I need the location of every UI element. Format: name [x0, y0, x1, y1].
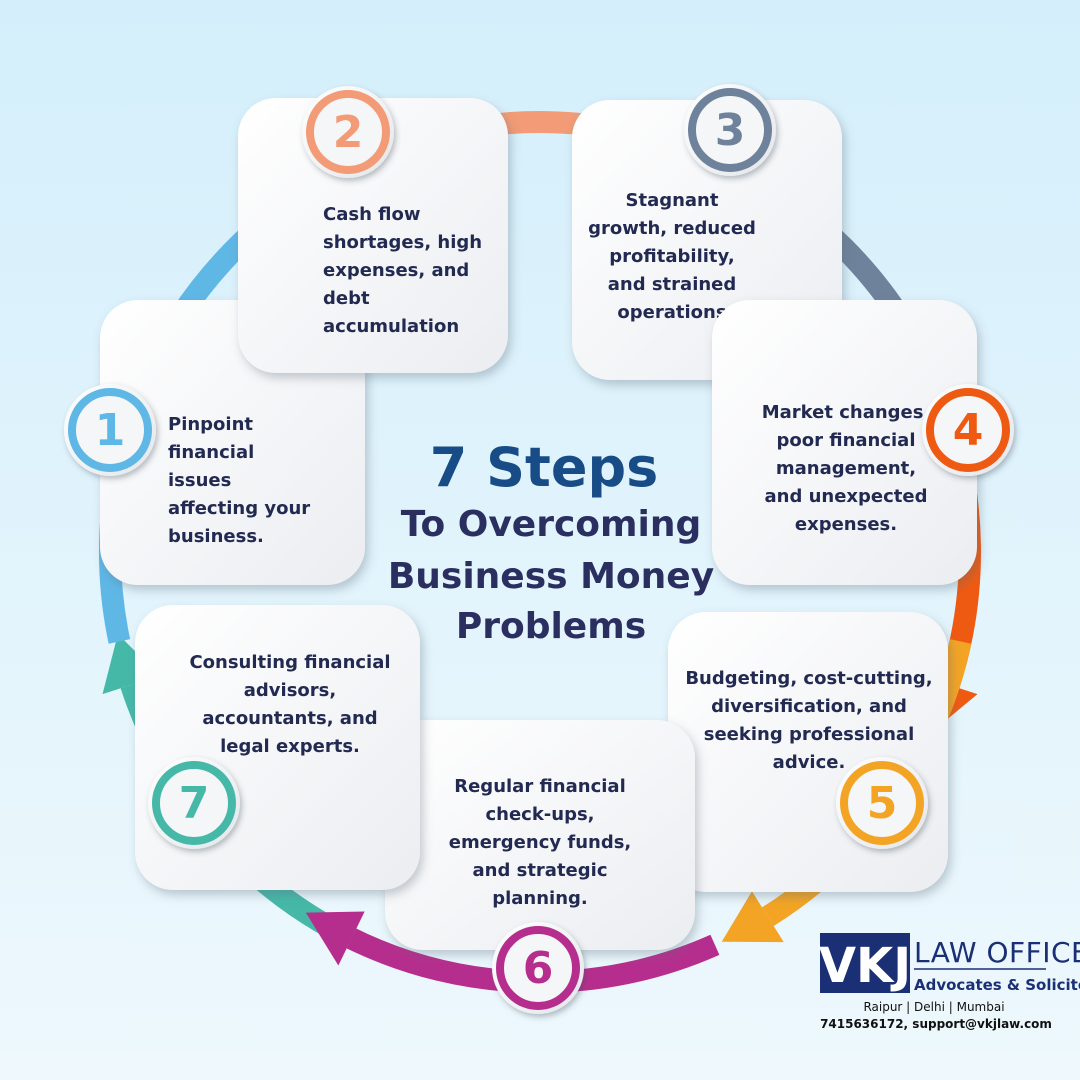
title-line-4: Problems: [456, 606, 646, 647]
step-1-text-line: affecting your: [168, 498, 310, 519]
step-2-number: 2: [333, 107, 364, 158]
step-6-text-line: and strategic: [473, 860, 608, 881]
step-3-text-line: and strained: [608, 274, 737, 295]
step-7-number: 7: [179, 778, 210, 829]
logo-contact: 7415636172, support@vkjlaw.com: [820, 1017, 1052, 1031]
ring-arrowhead-7: [305, 911, 365, 966]
step-1-text-line: Pinpoint: [168, 414, 253, 435]
step-4-text-line: and unexpected: [764, 486, 927, 507]
step-2-text-line: expenses, and: [323, 260, 469, 281]
step-2-text-line: accumulation: [323, 316, 459, 337]
step-2-text-line: Cash flow: [323, 204, 421, 225]
step-5-text-line: advice.: [773, 752, 846, 773]
step-1-text-line: business.: [168, 526, 264, 547]
step-3-text-line: growth, reduced: [588, 218, 756, 239]
step-3-number: 3: [715, 105, 746, 156]
step-6-text-line: planning.: [492, 888, 588, 909]
step-6: Regular financial check-ups, emergency fun…: [385, 720, 695, 1014]
step-1-disc-ring: [68, 388, 152, 472]
step-3-text-line: profitability,: [609, 246, 734, 267]
step-1-text-line: issues: [168, 470, 231, 491]
step-4: Market changes, poor financial management,…: [712, 300, 1014, 585]
step-2-disc-ring: [306, 90, 390, 174]
step-2: Cash flow shortages, high expenses, and deb…: [238, 86, 508, 373]
step-5-disc-ring: [840, 761, 924, 845]
step-6-disc-ring: [496, 926, 580, 1010]
ring-arrowhead-6: [721, 891, 784, 943]
logo-mark-box: [820, 933, 910, 993]
step-5-text-line: seeking professional: [704, 724, 915, 745]
step-1-text-line: financial: [168, 442, 254, 463]
step-6-text-line: check-ups,: [485, 804, 594, 825]
step-7-text-line: accountants, and: [202, 708, 377, 729]
step-4-text-line: poor financial: [776, 430, 915, 451]
step-cards: Pinpoint financial issues affecting your bus…: [64, 84, 1014, 1014]
title-line-3: Business Money: [388, 556, 714, 597]
logo-cities: Raipur | Delhi | Mumbai: [863, 1000, 1004, 1014]
step-card-6: [385, 720, 695, 950]
step-card-2: [238, 98, 508, 373]
step-7-text-line: Consulting financial: [189, 652, 390, 673]
step-4-text-line: management,: [776, 458, 916, 479]
title-line-2: To Overcoming: [401, 504, 702, 545]
step-5-text-line: Budgeting, cost-cutting,: [685, 668, 932, 689]
step-4-text-line: expenses.: [795, 514, 897, 535]
step-7-disc-ring: [152, 761, 236, 845]
title-line-1: 7 Steps: [430, 436, 659, 499]
step-7-text-line: advisors,: [244, 680, 336, 701]
step-5: Budgeting, cost-cutting, diversification,…: [668, 612, 948, 892]
step-5-text-line: diversification, and: [711, 696, 907, 717]
logo-tagline: Advocates & Solicitors: [914, 976, 1080, 994]
step-4-number: 4: [953, 405, 984, 456]
step-7-text-line: legal experts.: [220, 736, 360, 757]
vkj-logo: VKJ LAW OFFICES Advocates & Solicitors R…: [819, 933, 1080, 1031]
center-title: 7 Steps To Overcoming Business Money Pro…: [388, 436, 714, 647]
logo-name: LAW OFFICES: [914, 936, 1080, 969]
step-5-number: 5: [867, 778, 898, 829]
step-1-number: 1: [95, 405, 126, 456]
step-7: Consulting financial advisors, accountants…: [135, 605, 420, 890]
step-4-disc-ring: [926, 388, 1010, 472]
step-2-text-line: debt: [323, 288, 370, 309]
logo-mark: VKJ: [819, 938, 911, 994]
step-6-text-line: Regular financial: [454, 776, 626, 797]
step-3-disc-ring: [688, 88, 772, 172]
step-4-text-line: Market changes,: [762, 402, 931, 423]
step-3-text-line: operations: [617, 302, 726, 323]
step-6-text-line: emergency funds,: [449, 832, 632, 853]
step-card-4: [712, 300, 977, 585]
step-6-number: 6: [523, 943, 554, 994]
step-2-text-line: shortages, high: [323, 232, 482, 253]
step-3-text-line: Stagnant: [626, 190, 719, 211]
